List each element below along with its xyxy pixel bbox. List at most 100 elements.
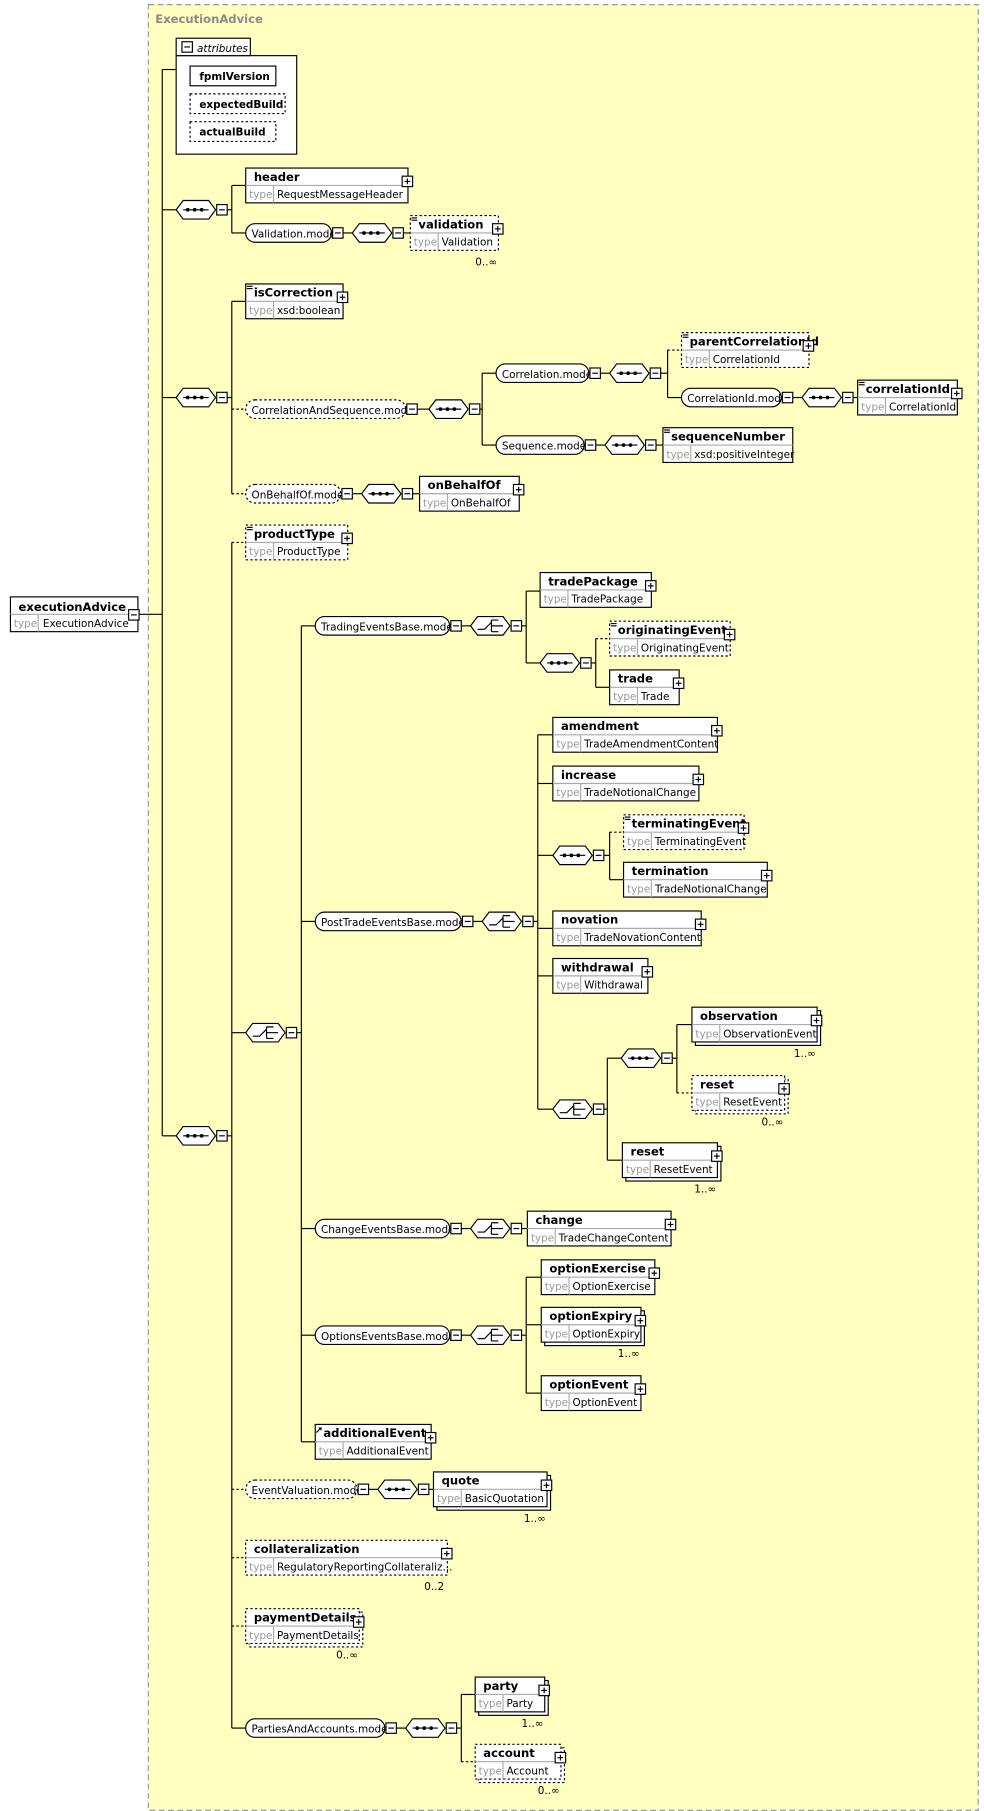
expand-increase-icon[interactable] (692, 773, 705, 786)
expand-change-icon[interactable] (664, 1218, 677, 1231)
collapse-compositor-icon[interactable] (592, 1103, 605, 1115)
expand-quote-icon[interactable] (540, 1479, 553, 1492)
choice-compositor-icon[interactable] (552, 1099, 605, 1120)
collapse-compositor-icon[interactable] (417, 1483, 430, 1496)
collapse-group-icon[interactable] (781, 391, 794, 404)
collapse-group-icon[interactable] (589, 367, 601, 379)
collapse-group-icon[interactable] (332, 227, 344, 239)
expand-reset-icon[interactable] (778, 1083, 790, 1095)
collapse-compositor-icon[interactable] (392, 227, 404, 239)
attribute-actualBuild[interactable]: actualBuild (189, 121, 277, 142)
collapse-root-icon[interactable] (128, 609, 140, 621)
expand-trade-icon[interactable] (672, 677, 685, 690)
sequence-compositor-icon[interactable] (377, 1479, 430, 1500)
collapse-compositor-icon[interactable] (842, 391, 854, 404)
group-tradingeventsbase-model[interactable]: TradingEventsBase.model (314, 616, 462, 636)
sequence-compositor-icon[interactable] (428, 399, 481, 419)
group-correlationid-model[interactable]: CorrelationId.model (680, 387, 794, 408)
collapse-compositor-icon[interactable] (510, 1222, 523, 1235)
collapse-compositor-icon[interactable] (445, 1722, 458, 1734)
choice-compositor-icon[interactable] (244, 1022, 298, 1043)
collapse-compositor-icon[interactable] (216, 203, 228, 216)
sequence-compositor-icon[interactable] (175, 1125, 228, 1146)
collapse-group-icon[interactable] (450, 1329, 462, 1341)
collapse-compositor-icon[interactable] (510, 620, 523, 632)
expand-novation-icon[interactable] (694, 918, 707, 931)
collapse-group-icon[interactable] (461, 915, 474, 928)
collapse-compositor-icon[interactable] (468, 403, 481, 415)
group-validation-model[interactable]: Validation.model (245, 223, 344, 243)
expand-optionExpiry-icon[interactable] (634, 1314, 647, 1327)
choice-compositor-icon[interactable] (481, 911, 534, 932)
sequence-compositor-icon[interactable] (351, 223, 404, 243)
collapse-group-icon[interactable] (584, 439, 597, 451)
expand-withdrawal-icon[interactable] (641, 966, 654, 978)
expand-validation-icon[interactable] (492, 223, 504, 235)
choice-compositor-icon[interactable] (469, 616, 523, 636)
collapse-compositor-icon[interactable] (649, 367, 662, 379)
group-sequence-model[interactable]: Sequence.model (495, 435, 597, 455)
collapse-group-icon[interactable] (357, 1483, 370, 1496)
attribute-fpmlVersion[interactable]: fpmlVersion (189, 65, 277, 87)
group-posttradeeventsbase-model[interactable]: PostTradeEventsBase.model (314, 911, 474, 932)
collapse-group-icon[interactable] (385, 1722, 397, 1734)
expand-terminatingEvent-icon[interactable] (737, 822, 750, 834)
group-eventvaluation-model[interactable]: EventValuation.model (245, 1479, 370, 1500)
expand-reset-icon[interactable] (711, 1150, 723, 1162)
sequence-compositor-icon[interactable] (539, 653, 592, 673)
group-changeeventsbase-model[interactable]: ChangeEventsBase.model (314, 1218, 462, 1239)
attribute-expectedBuild[interactable]: expectedBuild (189, 93, 286, 115)
expand-termination-icon[interactable] (760, 869, 773, 882)
choice-compositor-icon[interactable] (469, 1325, 523, 1346)
collapse-group-icon[interactable] (450, 1222, 462, 1235)
group-optionseventsbase-model[interactable]: OptionsEventsBase.model (314, 1325, 462, 1346)
collapse-compositor-icon[interactable] (216, 1130, 228, 1142)
group-correlationandsequence-model[interactable]: CorrelationAndSequence.model (245, 399, 418, 419)
expand-correlationId-icon[interactable] (950, 387, 963, 400)
collapse-group-icon[interactable] (450, 620, 462, 632)
collapse-compositor-icon[interactable] (580, 657, 592, 669)
group-partiesandaccounts-model[interactable]: PartiesAndAccounts.model (245, 1718, 397, 1738)
sequence-compositor-icon[interactable] (360, 483, 414, 504)
collapse-compositor-icon[interactable] (216, 391, 228, 404)
sequence-compositor-icon[interactable] (604, 435, 657, 455)
collapse-group-icon[interactable] (406, 403, 418, 415)
sequence-compositor-icon[interactable] (404, 1718, 458, 1738)
expand-collateralization-icon[interactable] (441, 1547, 453, 1560)
collapse-attributes-icon[interactable] (181, 41, 193, 53)
expand-onBehalfOf-icon[interactable] (512, 483, 525, 496)
collapse-compositor-icon[interactable] (510, 1329, 523, 1341)
collapse-group-icon[interactable] (341, 487, 353, 500)
expand-isCorrection-icon[interactable] (336, 291, 349, 304)
expand-paymentDetails-icon[interactable] (352, 1616, 365, 1628)
group-onbehalfof-model[interactable]: OnBehalfOf.model (245, 483, 353, 504)
expand-originatingEvent-icon[interactable] (723, 628, 736, 641)
choice-compositor-icon[interactable] (469, 1218, 523, 1239)
expand-header-icon[interactable] (401, 175, 414, 188)
sequence-compositor-icon[interactable] (175, 199, 228, 220)
